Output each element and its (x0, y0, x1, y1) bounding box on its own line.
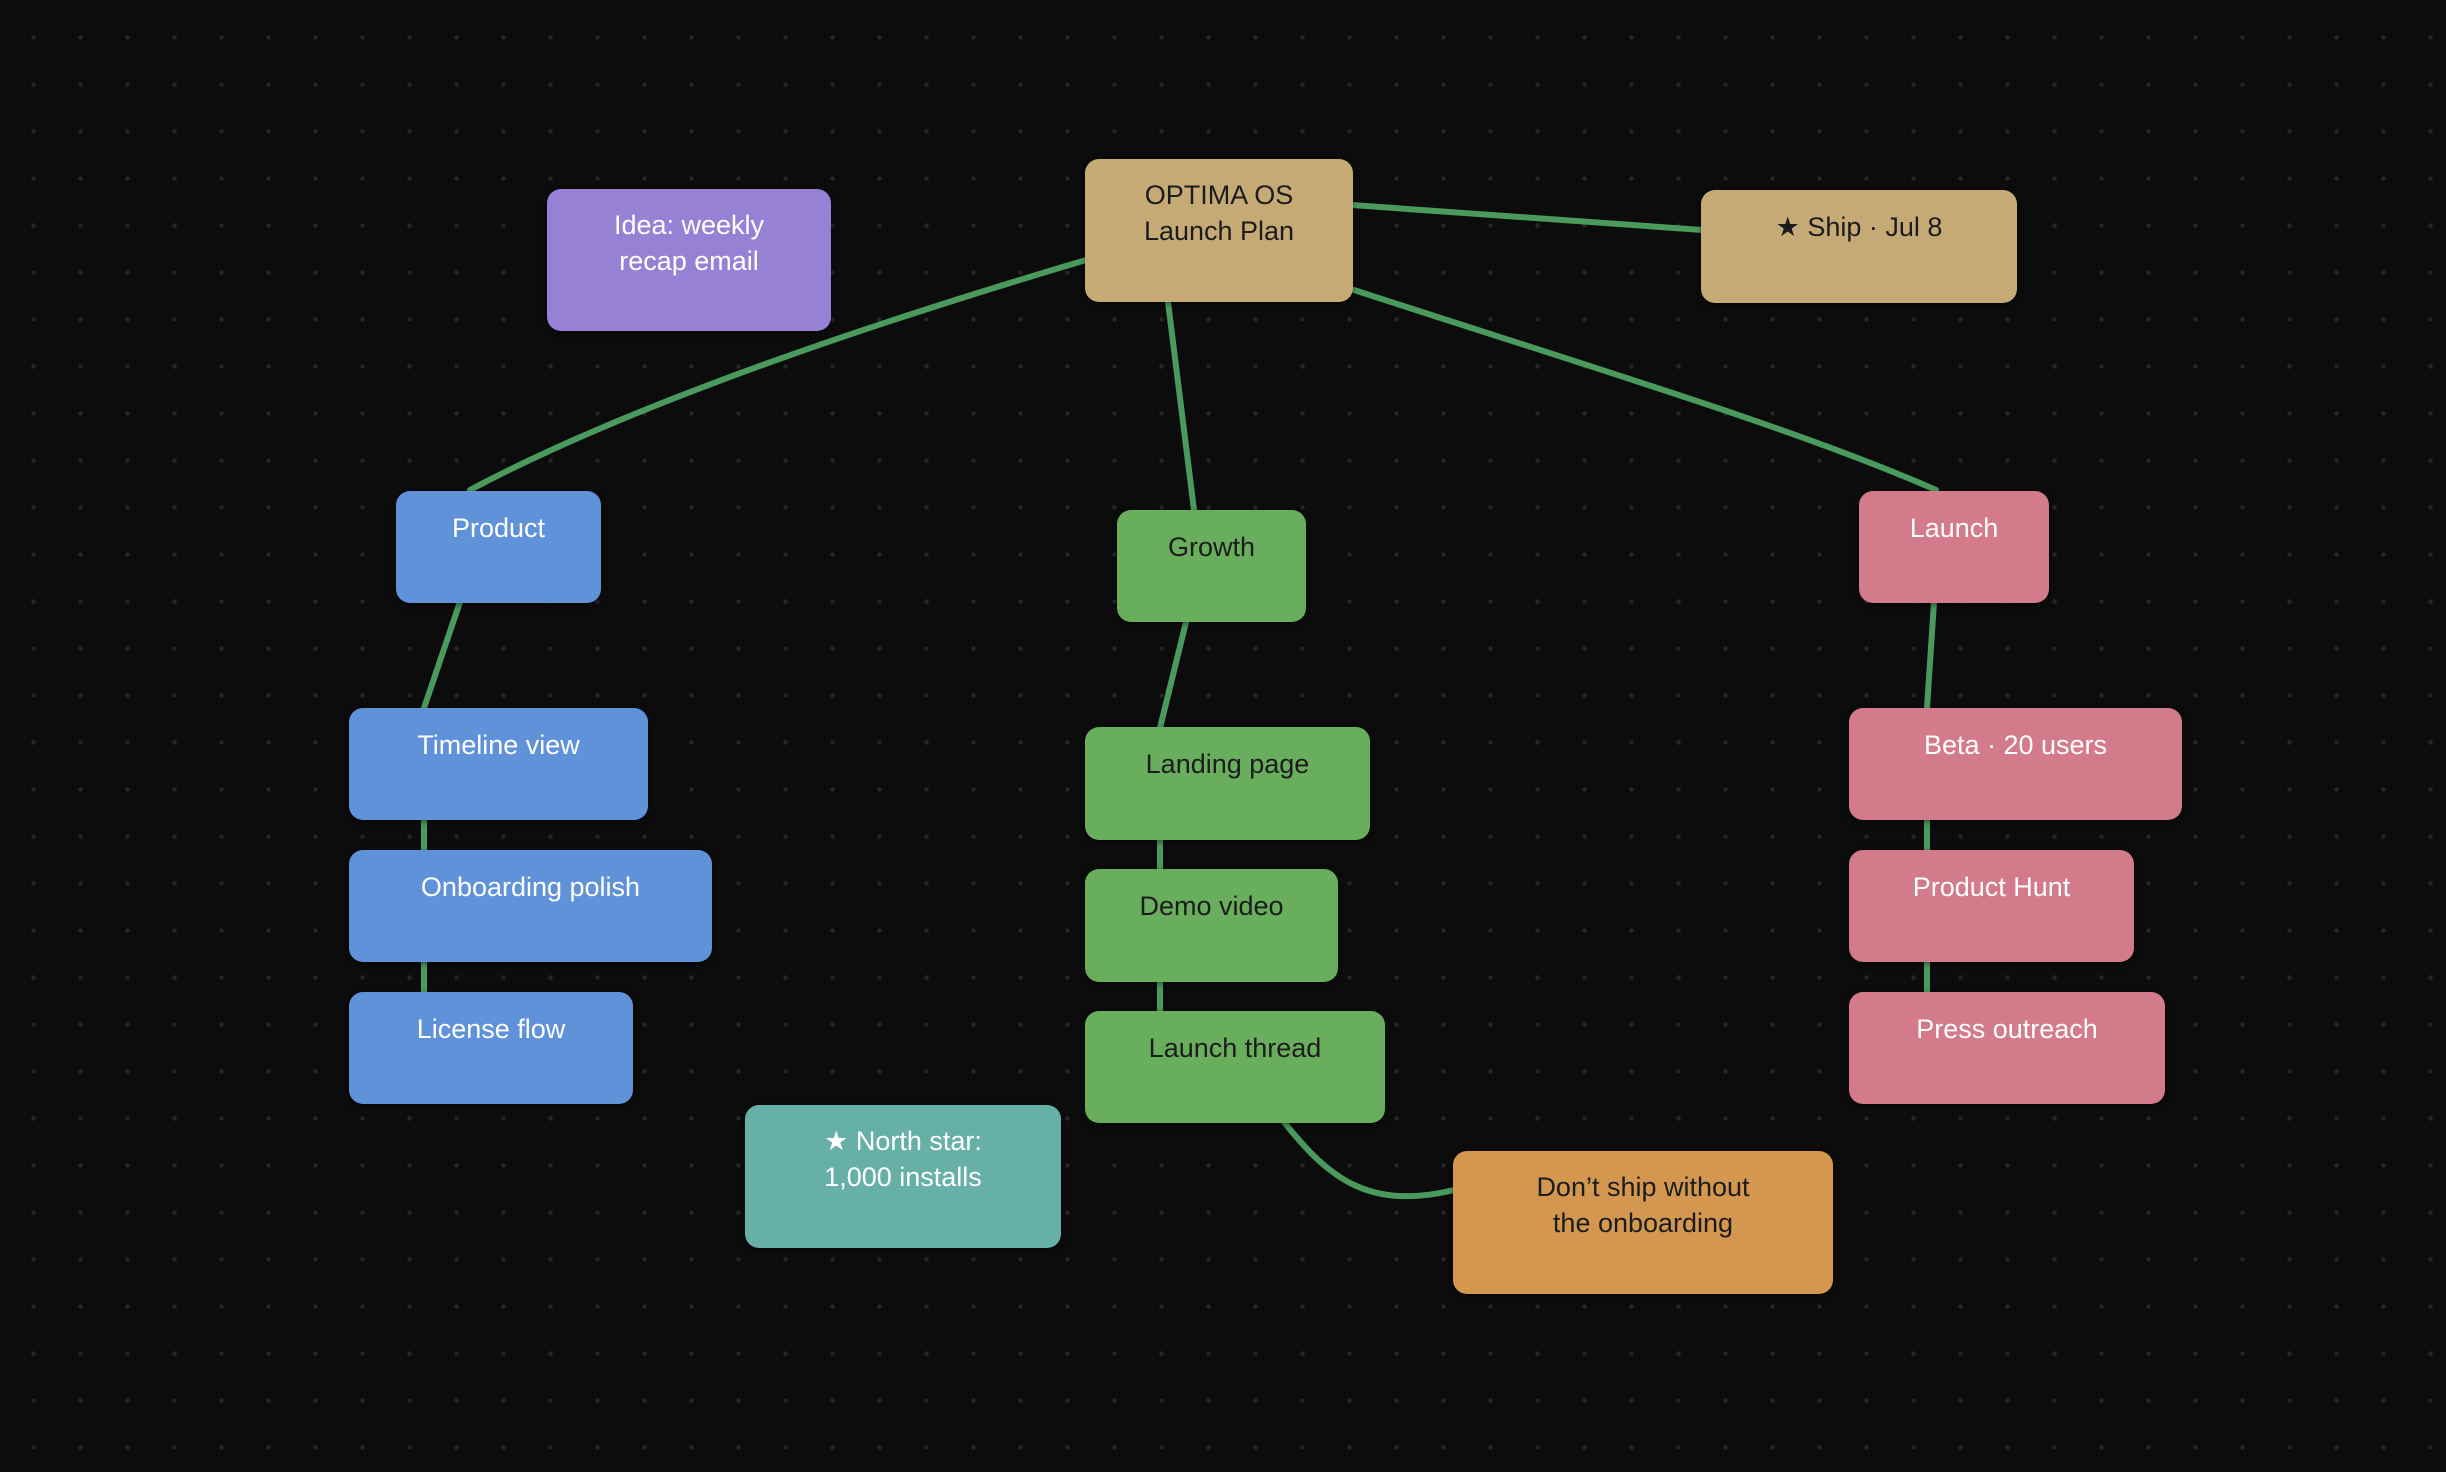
edge-product-to-timeline-view (421, 599, 463, 711)
ship-date-node[interactable]: ★ Ship · Jul 8 (1701, 190, 2017, 303)
dont-ship-note-node[interactable]: Don’t ship without the onboarding (1453, 1151, 1833, 1294)
product-node[interactable]: Product (396, 491, 601, 603)
edge-launch-thread-to-dont-ship (1281, 1119, 1457, 1200)
landing-page-label: Landing page (1145, 749, 1310, 779)
launch-label: Launch (1909, 513, 1999, 543)
product-label: Product (451, 513, 546, 543)
north-star-note-label: ★ North star: 1,000 installs (824, 1126, 982, 1192)
launch-node[interactable]: Launch (1859, 491, 2049, 603)
timeline-view-label: Timeline view (417, 730, 580, 760)
beta-label: Beta · 20 users (1923, 730, 2108, 760)
growth-node[interactable]: Growth (1117, 510, 1306, 622)
press-outreach-node[interactable]: Press outreach (1849, 992, 2165, 1104)
onboarding-polish-label: Onboarding polish (420, 872, 641, 902)
idea-note-node[interactable]: Idea: weekly recap email (547, 189, 831, 331)
product-hunt-node[interactable]: Product Hunt (1849, 850, 2134, 962)
north-star-note-node[interactable]: ★ North star: 1,000 installs (745, 1105, 1061, 1248)
onboarding-polish-node[interactable]: Onboarding polish (349, 850, 712, 962)
edge-root-to-launch (1351, 287, 1939, 493)
license-flow-node[interactable]: License flow (349, 992, 633, 1104)
growth-label: Growth (1167, 532, 1256, 562)
edge-root-to-growth (1165, 299, 1197, 513)
launch-thread-node[interactable]: Launch thread (1085, 1011, 1385, 1123)
dont-ship-note-label: Don’t ship without the onboarding (1536, 1172, 1750, 1238)
demo-video-label: Demo video (1139, 891, 1284, 921)
edge-growth-to-landing-page (1157, 619, 1189, 731)
timeline-view-node[interactable]: Timeline view (349, 708, 648, 820)
launch-thread-label: Launch thread (1148, 1033, 1322, 1063)
demo-video-node[interactable]: Demo video (1085, 869, 1338, 982)
press-outreach-label: Press outreach (1916, 1014, 2098, 1044)
beta-node[interactable]: Beta · 20 users (1849, 708, 2182, 820)
root-node-label: OPTIMA OS Launch Plan (1143, 180, 1295, 246)
license-flow-label: License flow (416, 1014, 566, 1044)
product-hunt-label: Product Hunt (1912, 872, 2071, 902)
landing-page-node[interactable]: Landing page (1085, 727, 1370, 840)
ship-date-label: ★ Ship · Jul 8 (1775, 212, 1943, 242)
edge-root-to-product (467, 257, 1089, 493)
idea-note-label: Idea: weekly recap email (613, 210, 765, 276)
edge-launch-to-beta (1924, 599, 1937, 711)
edge-root-to-ship-date (1349, 202, 1705, 233)
root-node[interactable]: OPTIMA OS Launch Plan (1085, 159, 1353, 302)
